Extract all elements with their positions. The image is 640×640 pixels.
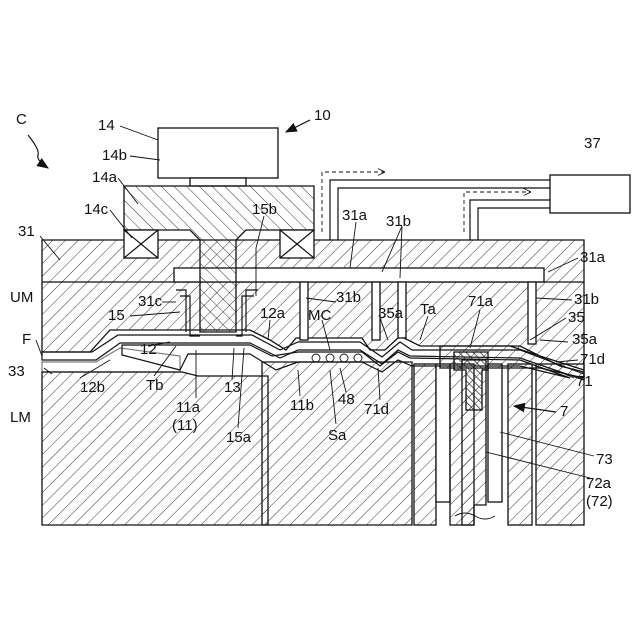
label-11: (11) xyxy=(172,417,198,434)
label-35a-mid: 35a xyxy=(378,305,404,322)
label-35a-right: 35a xyxy=(572,331,598,348)
label-48: 48 xyxy=(338,391,355,408)
label-31b-top: 31b xyxy=(386,213,411,230)
label-15a: 15a xyxy=(226,429,252,446)
device-37 xyxy=(322,172,630,240)
label-31b-mid: 31b xyxy=(336,289,361,306)
label-13: 13 xyxy=(224,379,241,396)
label-73: 73 xyxy=(596,451,613,468)
label-71d-right: 71d xyxy=(580,351,605,368)
label-15b: 15b xyxy=(252,201,277,218)
label-F: F xyxy=(22,331,31,348)
label-12a: 12a xyxy=(260,305,286,322)
bumps-48 xyxy=(312,354,362,362)
label-31a-left: 31a xyxy=(342,207,368,224)
label-31b-right: 31b xyxy=(574,291,599,308)
label-UM: UM xyxy=(10,289,33,306)
label-71d-mid: 71d xyxy=(364,401,389,418)
label-37: 37 xyxy=(584,135,601,152)
label-31a-right: 31a xyxy=(580,249,606,266)
label-72a: 72a xyxy=(586,475,612,492)
label-14b: 14b xyxy=(102,147,127,164)
label-31c: 31c xyxy=(138,293,163,310)
label-7: 7 xyxy=(560,403,568,420)
label-C: C xyxy=(16,111,27,128)
label-11a: 11a xyxy=(176,399,201,416)
label-12b: 12b xyxy=(80,379,105,396)
label-LM: LM xyxy=(10,409,31,426)
label-12: 12 xyxy=(140,341,157,358)
label-33: 33 xyxy=(8,363,25,380)
label-MC: MC xyxy=(308,307,331,324)
label-31: 31 xyxy=(18,223,35,240)
label-15: 15 xyxy=(108,307,125,324)
label-71a: 71a xyxy=(468,293,494,310)
arrow-10 xyxy=(286,120,310,132)
label-71: 71 xyxy=(576,373,593,390)
label-10: 10 xyxy=(314,107,331,124)
label-Tb: Tb xyxy=(146,377,164,394)
label-72: (72) xyxy=(586,493,613,510)
label-11b: 11b xyxy=(290,397,314,414)
arrow-C xyxy=(28,135,48,168)
label-35: 35 xyxy=(568,309,585,326)
label-14c: 14c xyxy=(84,201,109,218)
label-14: 14 xyxy=(98,117,115,134)
label-14a: 14a xyxy=(92,169,118,186)
lower-mold xyxy=(42,360,584,525)
label-Ta: Ta xyxy=(420,301,437,318)
label-Sa: Sa xyxy=(328,427,347,444)
